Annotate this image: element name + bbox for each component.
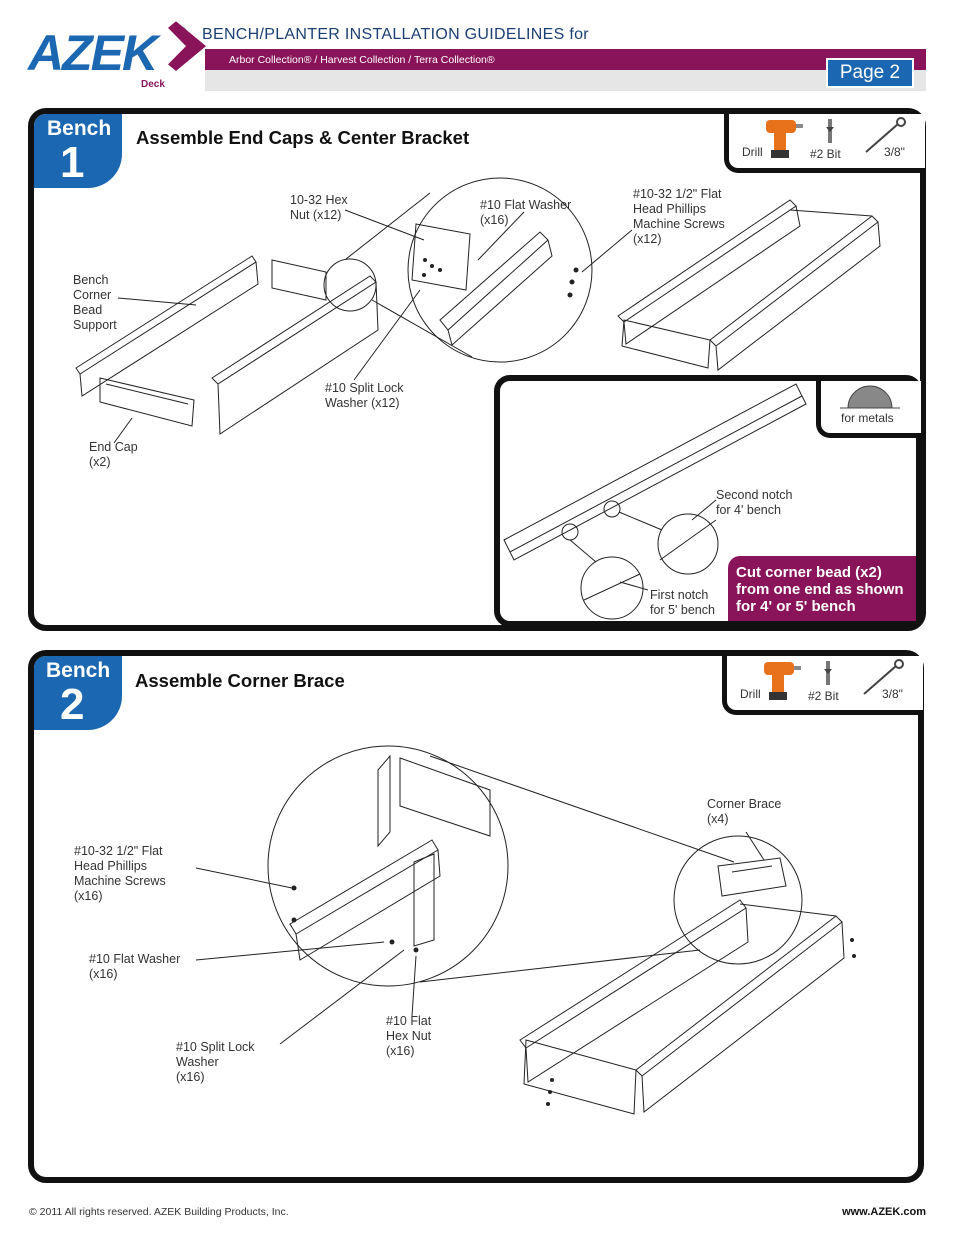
page-number: Page 2 (826, 58, 914, 88)
drill-label: Drill (742, 145, 763, 159)
magnified-bracket (411, 223, 553, 346)
logo-deck-label: Deck (141, 79, 165, 90)
drill-label-2: Drill (740, 687, 761, 701)
logo-chevron-icon (168, 21, 206, 72)
guide-title: BENCH/PLANTER INSTALLATION GUIDELINES fo… (202, 26, 589, 43)
step2-word: Bench (46, 659, 111, 682)
step2-number: 2 (60, 680, 85, 729)
step2-panel (28, 650, 924, 1183)
wrench-icon (865, 117, 906, 153)
label-split-lock-washer: #10 Split Lock Washer (x12) (325, 381, 404, 410)
header-gray-bar (205, 70, 926, 91)
header-purple-bar (205, 49, 926, 70)
step1-title: Assemble End Caps & Center Bracket (136, 127, 470, 148)
label-machine-screws-2: #10-32 1/2" Flat Head Phillips Machine S… (74, 844, 166, 903)
label-first-notch: First notch for 5' bench (650, 588, 715, 617)
bit-icon (826, 119, 834, 143)
label-corner-bead-support: Bench Corner Bead Support (73, 273, 117, 332)
label-hex-nut: 10-32 Hex Nut (x12) (290, 193, 348, 222)
assembled-frame (617, 199, 881, 371)
step1-word: Bench (47, 117, 112, 140)
step2-tools-box: Drill #2 Bit 3/8" (722, 656, 923, 715)
drill-icon (766, 120, 803, 158)
step2-title: Assemble Corner Brace (135, 670, 345, 691)
label-machine-screws: #10-32 1/2" Flat Head Phillips Machine S… (633, 187, 725, 246)
saw-label: for metals (841, 411, 894, 425)
label-second-notch: Second notch for 4' bench (716, 488, 793, 517)
step1-number: 1 (60, 138, 85, 187)
drill-icon-2 (764, 662, 801, 700)
magnified-corner-brace (289, 754, 491, 961)
azek-logo: AZEK (28, 25, 158, 81)
bit-icon-2 (824, 661, 832, 685)
end-cap-part (99, 377, 195, 427)
cut-instruction: Cut corner bead (x2) from one end as sho… (728, 556, 916, 621)
label-hex-nut-2: #10 Flat Hex Nut (x16) (386, 1014, 432, 1058)
label-flat-washer: #10 Flat Washer (x16) (480, 198, 572, 227)
step2-tab: Bench 2 (34, 656, 122, 730)
website-link[interactable]: www.AZEK.com (842, 1206, 926, 1218)
step1-tab: Bench 1 (34, 114, 122, 188)
wrench-label: 3/8" (884, 145, 905, 159)
corner-bead-left (75, 255, 259, 397)
wrench-label-2: 3/8" (882, 687, 903, 701)
collections-label: Arbor Collection® / Harvest Collection /… (229, 54, 495, 66)
bit-label: #2 Bit (810, 147, 841, 161)
label-flat-washer-2: #10 Flat Washer (x16) (89, 952, 181, 981)
wrench-icon-2 (863, 659, 904, 695)
copyright: © 2011 All rights reserved. AZEK Buildin… (29, 1206, 289, 1218)
label-corner-brace: Corner Brace (x4) (707, 797, 782, 826)
label-end-cap: End Cap (x2) (89, 440, 138, 469)
bit-label-2: #2 Bit (808, 689, 839, 703)
step1-tools-box: Drill #2 Bit 3/8" (724, 114, 925, 173)
label-split-lock-washer-2: #10 Split Lock Washer (x16) (176, 1040, 255, 1084)
assembled-frame-2 (519, 899, 845, 1115)
